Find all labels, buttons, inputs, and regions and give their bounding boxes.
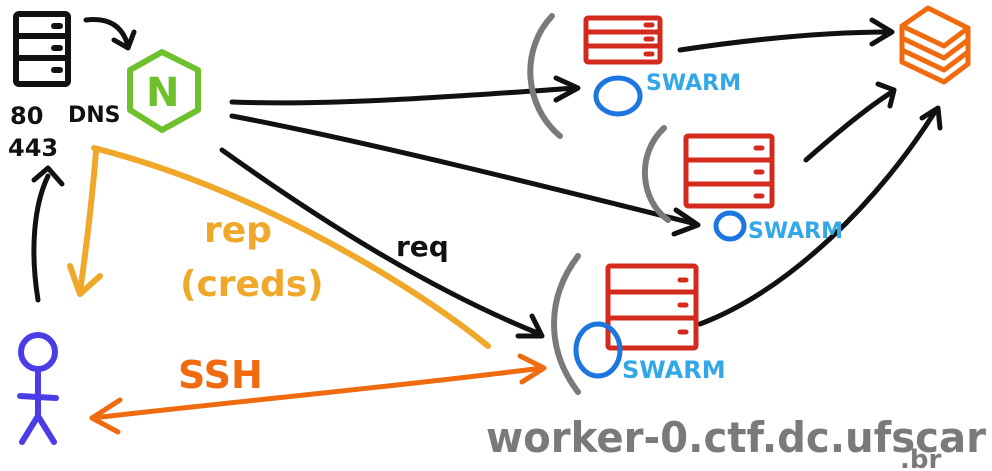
nginx-to-swarm-arrows (219, 75, 701, 339)
ports-80-label: 80 (10, 102, 43, 130)
swarm-to-storage-arrows (677, 17, 943, 327)
swarm-label-2: SWARM (748, 219, 843, 244)
swarm-label-3: SWARM (622, 356, 726, 384)
dns-server-icon (13, 11, 71, 87)
swarm-server-icon-1 (583, 15, 663, 65)
ports-443-label: 443 (8, 134, 58, 162)
ssh-arrow (89, 353, 547, 435)
swarm-label-1: SWARM (646, 71, 741, 96)
creds-label: (creds) (180, 264, 324, 305)
dns-label: DNS (68, 103, 121, 128)
rep-arrow (67, 145, 491, 349)
swarm-circle-icons (573, 75, 747, 379)
swarm-server-icon-3 (605, 263, 699, 351)
stick-figure-icon (17, 332, 59, 445)
storage-stack-icon (899, 5, 971, 85)
worker-host-label-suffix: .br (900, 445, 941, 471)
nginx-hexagon-icon (127, 49, 201, 133)
worker-host-label: worker-0.ctf.dc.ufscar (486, 413, 986, 462)
swarm-brackets (527, 13, 671, 395)
rep-label: rep (204, 210, 272, 251)
server-to-nginx-arrow (83, 17, 137, 51)
ssh-label: SSH (178, 353, 263, 397)
req-label: req (396, 230, 449, 263)
nginx-letter: N (146, 70, 179, 116)
user-to-ports-arrow (31, 165, 65, 303)
swarm-server-icon-2 (683, 133, 775, 209)
